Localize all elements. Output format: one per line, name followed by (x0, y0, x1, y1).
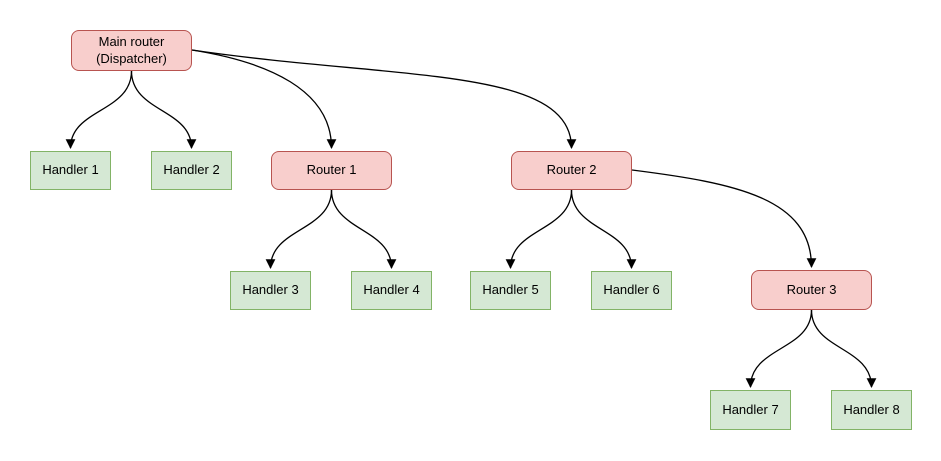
edge-router-1-to-handler-4 (330, 189, 397, 269)
node-label: Handler 1 (42, 162, 99, 178)
node-handler-2: Handler 2 (151, 151, 232, 190)
node-label: Handler 2 (163, 162, 220, 178)
node-label: Handler 3 (242, 282, 299, 298)
node-handler-3: Handler 3 (230, 271, 311, 310)
node-label: Handler 4 (363, 282, 420, 298)
edge-router-2-to-router-3 (631, 169, 817, 268)
edge-main-router-to-router-1 (191, 49, 337, 149)
node-label: Router 1 (306, 162, 357, 178)
node-label: Handler 6 (603, 282, 660, 298)
edge-router-2-to-handler-6 (570, 189, 637, 269)
node-router-1: Router 1 (271, 151, 392, 190)
edge-router-3-to-handler-8 (810, 309, 877, 388)
node-handler-7: Handler 7 (710, 390, 791, 430)
edge-main-router-to-handler-1 (65, 70, 133, 149)
node-handler-6: Handler 6 (591, 271, 672, 310)
node-label: Router 3 (786, 281, 837, 297)
node-label: Router 2 (546, 162, 597, 178)
node-handler-8: Handler 8 (831, 390, 912, 430)
node-router-2: Router 2 (511, 151, 632, 190)
node-label: Handler 8 (843, 401, 900, 417)
node-label: Main router (Dispatcher) (96, 33, 167, 66)
edge-router-2-to-handler-5 (505, 189, 573, 269)
edge-main-router-to-router-2 (191, 49, 577, 149)
edge-router-3-to-handler-7 (745, 309, 813, 388)
node-handler-1: Handler 1 (30, 151, 111, 190)
node-handler-4: Handler 4 (351, 271, 432, 310)
node-main-router: Main router (Dispatcher) (71, 30, 192, 71)
node-label: Handler 7 (722, 401, 779, 417)
edge-router-1-to-handler-3 (265, 189, 333, 269)
node-handler-5: Handler 5 (470, 271, 551, 310)
edge-main-router-to-handler-2 (130, 70, 197, 149)
node-label: Handler 5 (482, 282, 539, 298)
node-router-3: Router 3 (751, 270, 872, 310)
